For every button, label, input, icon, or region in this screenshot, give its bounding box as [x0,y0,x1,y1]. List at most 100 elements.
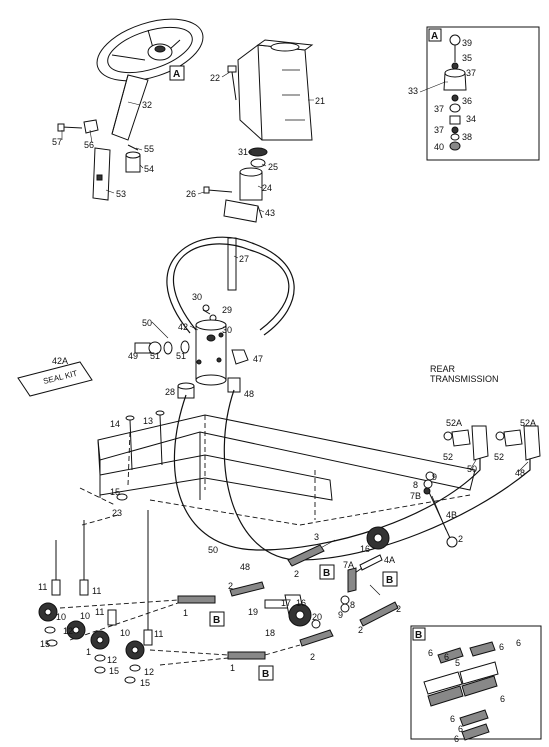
label-32: 32 [142,100,152,110]
label-30a: 30 [192,292,202,302]
label-1c: 1 [230,663,235,673]
label-13: 13 [143,416,153,426]
label-16a: 16 [360,544,370,554]
detail-A-box: A [426,26,540,161]
label-25: 25 [268,162,278,172]
label-23: 23 [112,508,122,518]
label-8b: 8 [350,600,355,610]
spindle-11c [107,609,117,626]
label-A-33: 33 [408,86,418,96]
bushing-54 [125,151,141,173]
sprocket-10d [125,640,145,660]
label-31: 31 [238,147,248,157]
spring-7A [347,567,357,593]
nut-15b [46,639,58,647]
label-26: 26 [186,189,196,199]
bolt-22 [227,65,237,101]
label-43: 43 [265,208,275,218]
label-52a: 52 [443,452,453,462]
label-2c: 2 [228,581,233,591]
label-55: 55 [144,144,154,154]
label-48b: 48 [515,468,525,478]
washer-51b [180,340,190,354]
label-47: 47 [253,354,263,364]
label-2e: 2 [358,625,363,635]
label-7A: 7A [343,560,354,570]
label-21: 21 [315,96,325,106]
callout-B4: B [258,665,274,681]
label-A-37b: 37 [434,104,444,114]
callout-B3: B [382,571,398,587]
label-11c: 11 [95,607,104,617]
steering-wheel [96,18,204,82]
seal-kit-box: SEAL KIT [17,361,93,397]
label-12c: 12 [144,667,154,677]
label-8a: 8 [413,480,418,490]
label-14: 14 [110,419,120,429]
label-52Ab: 52A [520,418,536,428]
label-B-6f: 6 [458,724,463,734]
fitting-48 [227,377,241,393]
elbow-47 [231,349,249,365]
screw-26 [203,186,233,194]
sprocket-10a [38,602,58,622]
fitting-52a [443,429,471,447]
label-10b: 10 [80,611,90,621]
fitting-28 [177,382,195,399]
nut-15d [124,676,136,684]
label-B-5: 5 [455,658,460,668]
bushing-25 [250,158,266,168]
chain-dashed-lines [59,599,301,666]
detail-B-title: B [415,630,422,641]
washer-12c [129,664,141,672]
fitting-52b [495,429,523,447]
label-B-6g: 6 [454,734,459,744]
callout-A: A [169,65,185,81]
nut-20 [311,619,321,629]
rear-transmission-label-line2: TRANSMISSION [430,374,499,384]
label-57: 57 [52,137,62,147]
tie-rod-4B [423,471,458,548]
label-B-6e: 6 [450,714,455,724]
label-17: 17 [281,598,291,608]
label-10c: 10 [120,628,130,638]
rear-transmission-label-line1: REAR [430,364,456,374]
callout-B1: B [209,611,225,627]
bolt-14 [125,415,135,471]
label-A-37a: 37 [466,68,476,78]
washer-51a [163,341,173,355]
label-2f: 2 [310,652,315,662]
label-B-6a: 6 [428,648,433,658]
steering-control-valve [195,319,227,386]
bracket-plate [223,199,259,223]
label-20: 20 [312,612,322,622]
chain-lower-mid [227,629,334,660]
label-15c: 15 [109,666,119,676]
label-19: 19 [248,607,258,617]
hose-loop-50 [166,236,295,336]
label-A-34: 34 [466,114,476,124]
label-1b: 1 [86,647,91,657]
label-2b: 2 [294,569,299,579]
screw-43 [257,205,263,219]
bolt-8-9 [340,595,350,613]
callout-B1-label: B [213,615,220,626]
label-B-6h: 6 [500,694,505,704]
label-27: 27 [239,254,249,264]
hose-50-to-rear [173,394,481,551]
callout-B2-label: B [323,568,330,579]
label-53: 53 [116,189,126,199]
label-1a: 1 [183,608,188,618]
label-9a: 9 [432,472,437,482]
label-48c: 48 [240,562,250,572]
washer-12b [94,654,106,662]
label-2a: 2 [458,534,463,544]
label-2d: 2 [396,604,401,614]
sprocket-10b [66,620,86,640]
label-15b: 15 [40,639,50,649]
label-30b: 30 [222,325,232,335]
washer-12a [44,626,56,634]
dashed-bracket-23 [79,487,119,526]
nut-15 [116,493,128,501]
